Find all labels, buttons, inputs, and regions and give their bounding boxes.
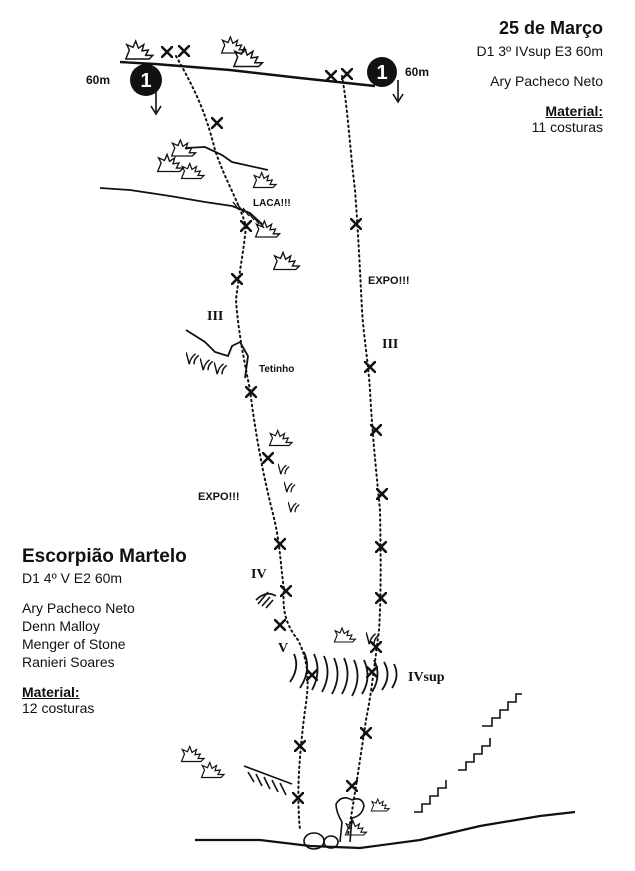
anchor-right-number: 1 (376, 62, 387, 84)
bush-icon (268, 429, 293, 447)
route-escorpiao-martelo-material-value: 12 costuras (22, 700, 95, 716)
steps-middle (458, 738, 491, 771)
upper-ledge (99, 187, 263, 225)
anchor-right: 1 60m (367, 57, 429, 104)
route-25-de-marco-material-label: Material: (545, 103, 603, 119)
route-25-de-marco-info: 25 de Março D1 3º IVsup E3 60m Ary Pache… (476, 18, 603, 135)
route-escorpiao-martelo-author: Denn Malloy (22, 618, 100, 634)
flake-ledge (184, 146, 269, 171)
bush-icon (180, 745, 205, 763)
rappel-right-length: 60m (405, 65, 429, 79)
steps-lower (414, 780, 447, 813)
bolt-icon (178, 45, 190, 57)
tetinho-feature (185, 329, 249, 379)
route-25-de-marco-material-value: 11 costuras (531, 119, 603, 135)
grass-icon (288, 501, 300, 514)
bush-icon (125, 40, 154, 60)
ground-line (195, 810, 576, 850)
left-grade-iii-label: III (207, 309, 223, 324)
route-escorpiao-martelo-author: Menger of Stone (22, 636, 126, 652)
bolt-icon (231, 273, 243, 285)
route-25-de-marco-line (341, 75, 382, 836)
grass-icon (214, 361, 228, 376)
bush-icon (333, 627, 356, 643)
vegetation-band (289, 651, 398, 697)
grade-ivsup-label: IVsup (408, 670, 445, 685)
flake-hatching (232, 201, 265, 229)
bush-icon (156, 153, 184, 173)
bush-icon (272, 251, 300, 271)
tetinho-label: Tetinho (259, 364, 294, 375)
bush-icon (220, 36, 247, 54)
bolt-icon (341, 68, 353, 80)
rappel-left-length: 60m (86, 73, 110, 87)
small-flake (255, 591, 277, 609)
bolt-icon (161, 46, 173, 58)
bush-icon (180, 162, 205, 180)
right-grade-iii-label: III (382, 337, 398, 352)
bush-icon (252, 171, 277, 189)
route-escorpiao-martelo-author: Ranieri Soares (22, 654, 115, 670)
steps-upper (482, 693, 522, 727)
bolt-icon (294, 740, 306, 752)
bolt-icon (211, 117, 223, 129)
bolt-icon (366, 666, 378, 678)
bolt-icon (262, 452, 274, 464)
bolt-icon (280, 585, 292, 597)
grass-icon (200, 357, 214, 372)
left-expo-label: EXPO!!! (198, 491, 240, 503)
route-25-de-marco-name: 25 de Março (498, 18, 603, 38)
base-tree (335, 796, 365, 843)
bolt-icon (360, 727, 372, 739)
grass-icon (186, 351, 200, 366)
grade-v-label: V (278, 641, 288, 656)
route-escorpiao-martelo-line (175, 55, 309, 831)
bolt-icon (364, 361, 376, 373)
route-escorpiao-martelo-info: Escorpião Martelo D1 4º V E2 60m Ary Pac… (22, 546, 187, 716)
bolt-icon (350, 218, 362, 230)
route-escorpiao-martelo-material-label: Material: (22, 684, 80, 700)
bolt-icon (325, 70, 337, 82)
boulder (323, 835, 339, 849)
bush-icon (200, 761, 225, 779)
bush-icon (233, 46, 264, 68)
anchor-left-number: 1 (140, 70, 151, 92)
bolt-icon (346, 780, 358, 792)
grass-icon (278, 463, 290, 476)
route-escorpiao-martelo-name: Escorpião Martelo (22, 546, 187, 567)
bolt-icon (240, 220, 252, 232)
route-25-de-marco-grade: D1 3º IVsup E3 60m (476, 43, 603, 59)
route-escorpiao-martelo-grade: D1 4º V E2 60m (22, 570, 123, 586)
route-escorpiao-martelo-author: Ary Pacheco Neto (22, 600, 135, 616)
route-25-de-marco-author: Ary Pacheco Neto (490, 73, 603, 89)
grade-iv-label: IV (251, 567, 267, 582)
flake-warning-label: LACA!!! (253, 198, 291, 209)
bolt-icon (306, 669, 318, 681)
lower-slab (243, 765, 293, 796)
bolt-icon (274, 619, 286, 631)
right-expo-label: EXPO!!! (368, 275, 410, 287)
anchor-left: 1 60m (86, 64, 162, 116)
grass-icon (284, 481, 296, 494)
bush-icon (370, 798, 390, 812)
